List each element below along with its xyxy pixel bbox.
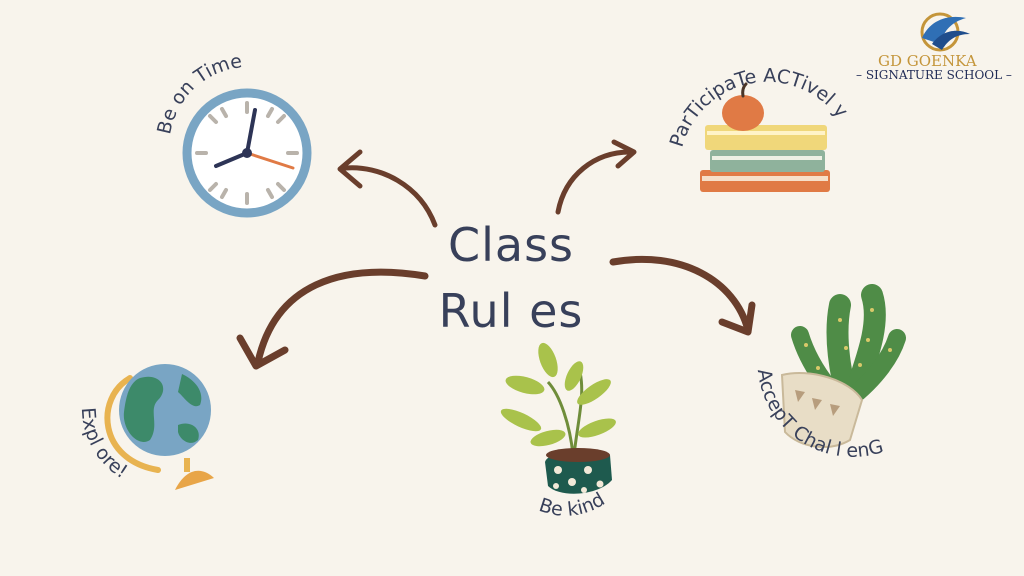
clock-icon	[182, 88, 312, 218]
books-apple-icon	[700, 82, 830, 192]
cactus-icon	[780, 284, 906, 448]
title-line-2: Rul es	[438, 284, 584, 338]
arrow-to-clock	[337, 149, 438, 228]
globe-icon	[104, 364, 214, 490]
title-line-1: Class	[447, 218, 575, 272]
arrow-to-cactus	[609, 255, 756, 336]
school-logo-icon	[920, 12, 970, 52]
arrow-to-books	[555, 139, 637, 215]
school-logo-subtitle: – SIGNATURE SCHOOL –	[856, 68, 1012, 82]
plant-icon	[500, 342, 616, 494]
arrow-to-globe	[236, 268, 429, 370]
school-logo-name: GD GOENKA	[878, 52, 977, 70]
